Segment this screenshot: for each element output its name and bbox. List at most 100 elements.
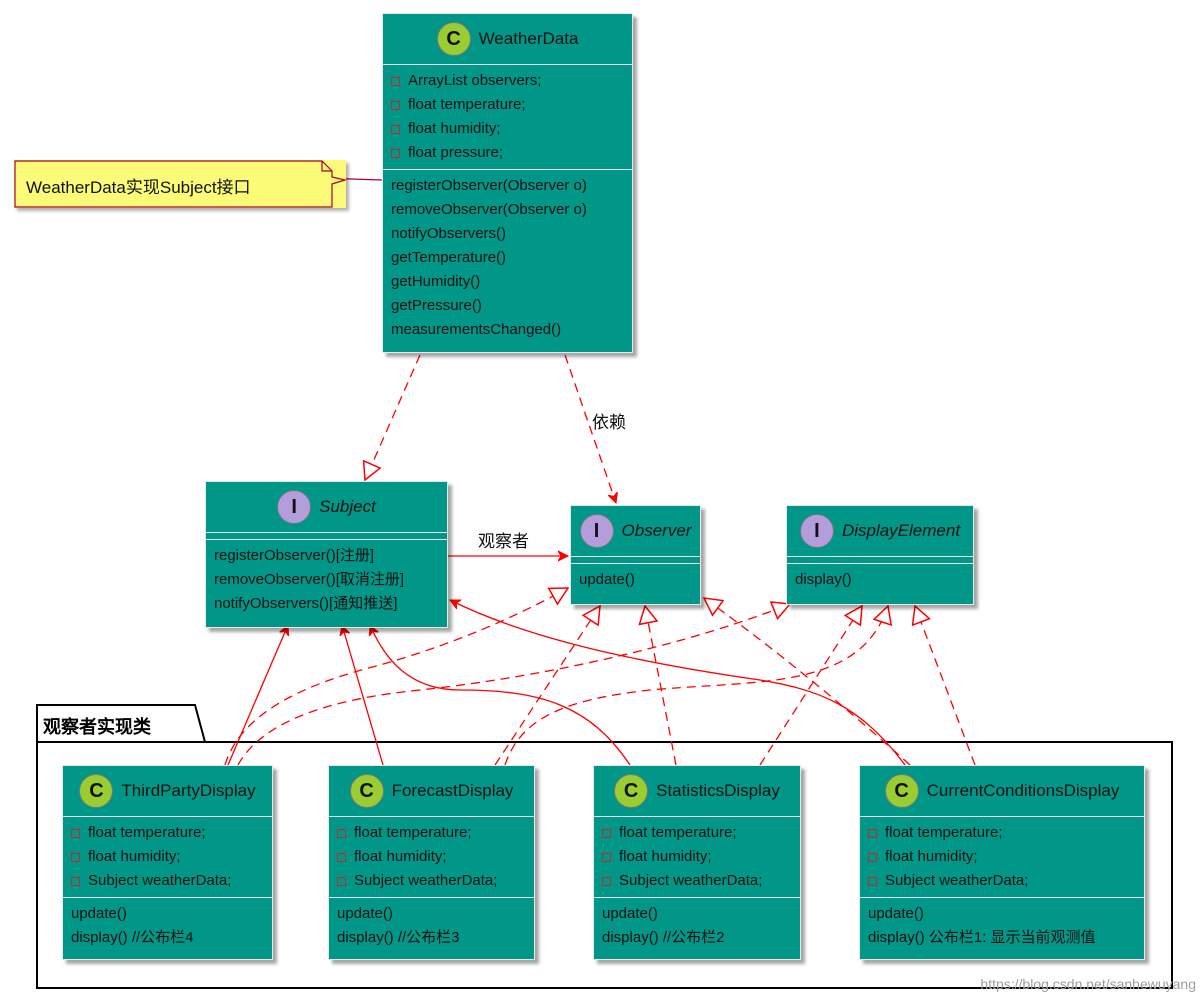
class-header: C ForecastDisplay — [329, 766, 534, 817]
field-row: float pressure; — [391, 141, 632, 165]
fields-section: ArrayList observers; float temperature; … — [383, 65, 632, 170]
field-row: float humidity; — [868, 845, 1144, 869]
observer-assoc-label: 观察者 — [478, 532, 529, 551]
method-row: update() — [71, 905, 127, 922]
method-row: getTemperature() — [391, 249, 507, 266]
field-row: float temperature; — [868, 821, 1144, 845]
field-text: Subject weatherData; — [88, 872, 232, 889]
interface-name: Subject — [319, 497, 376, 516]
field-row: float humidity; — [391, 117, 632, 141]
field-text: Subject weatherData; — [354, 872, 498, 889]
interface-observer[interactable]: I Observer update() — [570, 505, 701, 605]
class-header: C StatisticsDisplay — [594, 766, 800, 817]
fields-section: float temperature; float humidity; Subje… — [63, 817, 272, 898]
interface-header: I DisplayElement — [787, 506, 973, 557]
class-currentconditionsdisplay[interactable]: C CurrentConditionsDisplay float tempera… — [859, 765, 1145, 960]
dependency-label: 依赖 — [592, 413, 626, 432]
fields-section — [787, 557, 973, 564]
methods-section: update() display() 公布栏1: 显示当前观测值 — [860, 898, 1144, 954]
method-row: getPressure() — [391, 297, 482, 314]
private-icon — [391, 148, 400, 158]
class-name: WeatherData — [478, 29, 579, 48]
field-text: float temperature; — [885, 824, 1003, 841]
field-row: float temperature; — [602, 821, 800, 845]
class-name: ThirdPartyDisplay — [121, 781, 256, 800]
method-row: registerObserver(Observer o) — [391, 177, 587, 194]
field-text: ArrayList observers; — [408, 72, 542, 89]
private-icon — [337, 876, 346, 886]
interface-name: DisplayElement — [841, 521, 961, 540]
method-row: display() 公布栏1: 显示当前观测值 — [868, 929, 1096, 946]
class-forecastdisplay[interactable]: C ForecastDisplay float temperature; flo… — [328, 765, 535, 960]
method-row: measurementsChanged() — [391, 321, 562, 338]
private-icon — [391, 100, 400, 110]
fields-section — [571, 557, 700, 564]
realization-weatherdata-subject — [365, 354, 421, 480]
field-row: float humidity; — [337, 845, 534, 869]
field-text: float temperature; — [619, 824, 737, 841]
class-weatherdata[interactable]: C WeatherData ArrayList observers; float… — [382, 13, 633, 353]
private-icon — [602, 852, 611, 862]
interface-stereotype-icon: I — [799, 514, 834, 548]
package-title: 观察者实现类 — [37, 705, 195, 742]
field-text: float humidity; — [354, 848, 447, 865]
impl-statistics-observer — [645, 606, 677, 766]
method-row: notifyObservers()[通知推送] — [214, 595, 398, 612]
method-row: update() — [579, 571, 635, 588]
class-stereotype-icon: C — [436, 22, 471, 56]
assoc-current-subject — [450, 599, 906, 766]
interface-subject[interactable]: I Subject registerObserver()[注册] removeO… — [205, 481, 448, 628]
fields-section: float temperature; float humidity; Subje… — [329, 817, 534, 898]
methods-section: registerObserver()[注册] removeObserver()[… — [206, 540, 447, 620]
note-text: WeatherData实现Subject接口 — [26, 178, 251, 197]
class-name: ForecastDisplay — [391, 781, 514, 800]
interface-header: I Subject — [206, 482, 447, 533]
note: WeatherData实现Subject接口 — [14, 160, 346, 208]
field-text: float humidity; — [885, 848, 978, 865]
assoc-forecast-subject — [342, 625, 384, 766]
class-statisticsdisplay[interactable]: C StatisticsDisplay float temperature; f… — [593, 765, 801, 960]
fields-section: float temperature; float humidity; Subje… — [860, 817, 1144, 898]
fields-section: float temperature; float humidity; Subje… — [594, 817, 800, 898]
private-icon — [391, 124, 400, 134]
private-icon — [602, 876, 611, 886]
field-row: Subject weatherData; — [337, 869, 534, 893]
method-row: notifyObservers() — [391, 225, 507, 242]
method-row: update() — [602, 905, 658, 922]
package-tab-outline — [36, 704, 206, 743]
private-icon — [602, 828, 611, 838]
impl-current-observer — [704, 598, 911, 766]
assoc-statistics-subject — [370, 625, 631, 766]
field-row: Subject weatherData; — [602, 869, 800, 893]
field-row: Subject weatherData; — [868, 869, 1144, 893]
fields-section — [206, 533, 447, 540]
private-icon — [868, 876, 877, 886]
package-frame — [36, 741, 1173, 989]
class-thirdpartydisplay[interactable]: C ThirdPartyDisplay float temperature; f… — [62, 765, 273, 960]
interface-displayelement[interactable]: I DisplayElement display() — [786, 505, 974, 605]
field-text: float humidity; — [88, 848, 181, 865]
class-name: CurrentConditionsDisplay — [926, 781, 1120, 800]
field-row: float temperature; — [337, 821, 534, 845]
impl-statistics-displayelement — [759, 606, 862, 766]
field-text: float temperature; — [354, 824, 472, 841]
methods-section: update() display() //公布栏3 — [329, 898, 534, 954]
field-text: float temperature; — [408, 96, 526, 113]
package-title-text: 观察者实现类 — [43, 717, 151, 737]
field-text: float humidity; — [408, 120, 501, 137]
method-row: display() — [795, 571, 852, 588]
field-text: Subject weatherData; — [619, 872, 763, 889]
field-row: ArrayList observers; — [391, 69, 632, 93]
method-row: display() //公布栏4 — [71, 929, 194, 946]
field-row: float humidity; — [602, 845, 800, 869]
watermark: https://blog.csdn.net/sanhewuyang — [980, 976, 1196, 992]
impl-forecast-observer — [494, 606, 600, 766]
methods-section: update() display() //公布栏2 — [594, 898, 800, 954]
method-row: removeObserver()[取消注册] — [214, 571, 405, 588]
impl-thirdparty-displayelement — [237, 604, 790, 766]
private-icon — [391, 76, 400, 86]
impl-current-displayelement — [915, 606, 976, 766]
field-row: float temperature; — [391, 93, 632, 117]
class-stereotype-icon: C — [614, 774, 649, 808]
